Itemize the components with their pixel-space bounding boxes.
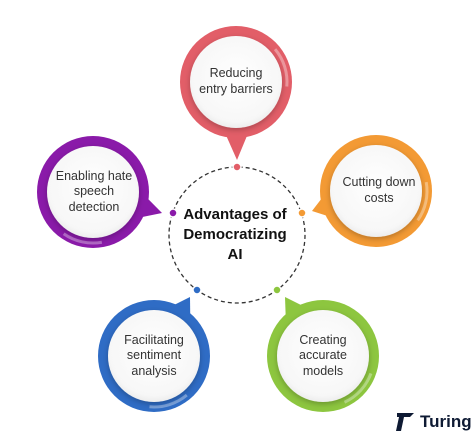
node-label-line: Creating (299, 332, 347, 347)
node-label-line: detection (68, 199, 120, 214)
node-label-facilitating-sentiment-analysis: Facilitating sentiment analysis (109, 326, 199, 386)
node-inner-disc (190, 36, 282, 128)
node-label-line: Reducing (209, 66, 263, 81)
node-ring-accent (101, 303, 207, 409)
node-label-line: analysis (131, 363, 177, 378)
center-circle (168, 166, 306, 304)
node-ring-accent (40, 139, 146, 245)
node-label-line: Facilitating (124, 332, 184, 347)
node-inner-disc (47, 146, 139, 238)
node-label-line: sentiment (126, 348, 182, 363)
node-facilitating-sentiment-analysis (98, 297, 210, 412)
connector-dot-blue (192, 285, 202, 295)
node-label-creating-accurate-models: Creating accurate models (281, 326, 365, 386)
turing-logo-icon (396, 413, 414, 431)
node-label-line: entry barriers (199, 82, 273, 96)
node-label-line: speech (73, 184, 115, 199)
node-label-line: models (302, 363, 344, 378)
node-reducing-entry-barriers (180, 26, 292, 160)
connector-dot-red (232, 162, 242, 172)
connector-dot-purple (168, 208, 178, 218)
center-title-line-1: Advantages of (183, 205, 287, 223)
node-ring-accent (183, 29, 289, 135)
node-inner-disc (330, 145, 422, 237)
node-label-reducing-entry-barriers: Reducing entry barriers (188, 55, 284, 109)
connector-dot-orange (297, 208, 307, 218)
node-inner-disc (277, 310, 369, 402)
node-label-line: Cutting down (342, 175, 416, 190)
node-cutting-down-costs (312, 135, 432, 247)
node-enabling-hate-speech-detection (37, 136, 162, 248)
node-ring-accent (270, 303, 376, 409)
connector-dot-green (272, 285, 282, 295)
logo-text: Turing (420, 412, 472, 431)
node-label-cutting-down-costs: Cutting down costs (334, 164, 424, 218)
center-title-line-3: AI (227, 246, 243, 264)
turing-logo: Turing (396, 411, 472, 433)
node-label-enabling-hate-speech-detection: Enabling hate speech detection (46, 162, 142, 222)
node-label-line: accurate (299, 348, 347, 363)
node-inner-disc (108, 310, 200, 402)
node-pointer (224, 131, 249, 160)
node-label-line: costs (364, 191, 394, 205)
node-label-line: Enabling hate (55, 168, 133, 183)
node-creating-accurate-models (267, 297, 379, 412)
center-title: Advantages of Democratizing AI (165, 200, 305, 270)
center-title-line-2: Democratizing (183, 225, 287, 243)
